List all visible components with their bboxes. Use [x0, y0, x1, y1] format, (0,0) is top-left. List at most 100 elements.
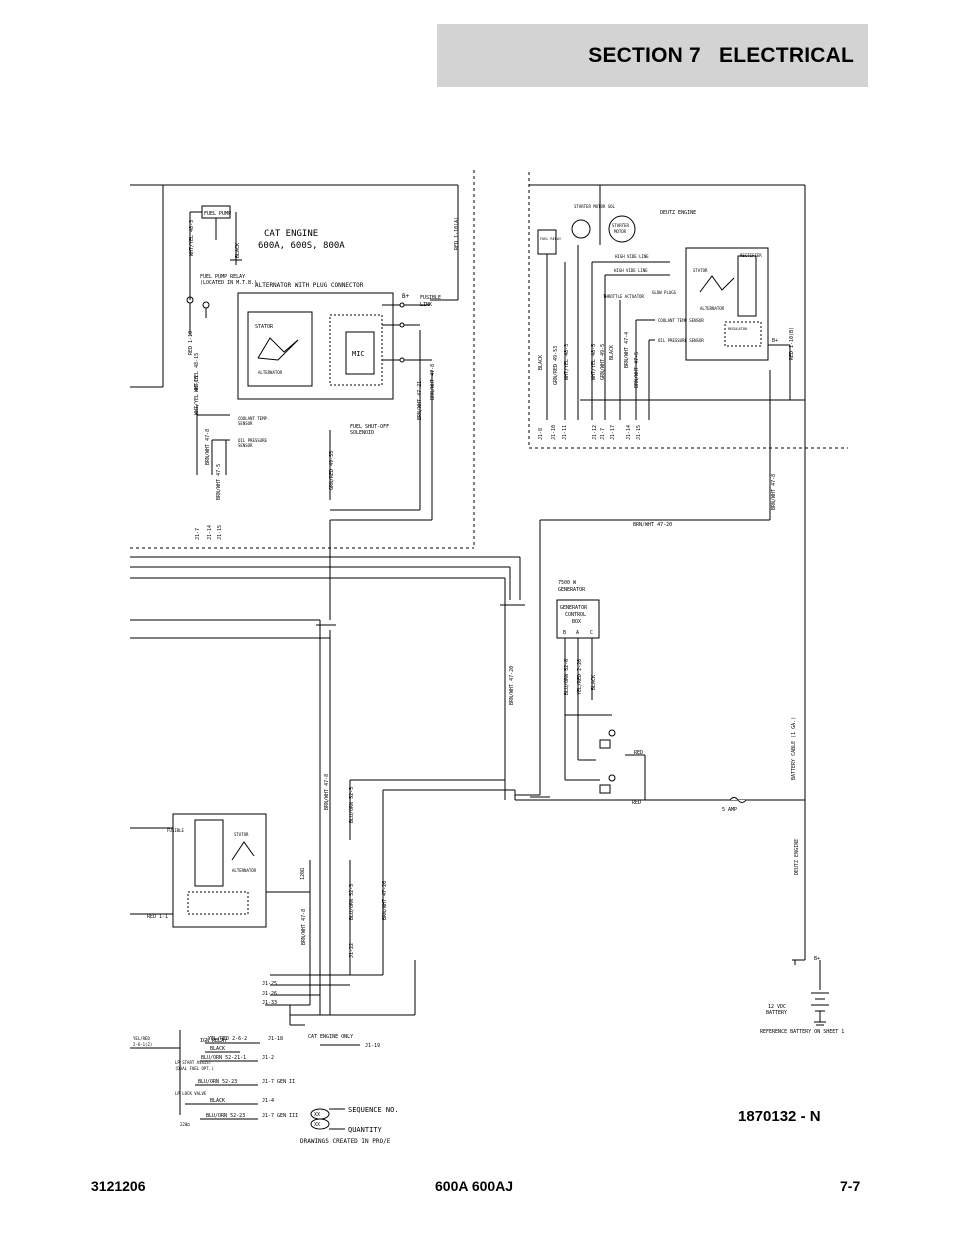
svg-text:(DUAL FUEL OPT.): (DUAL FUEL OPT.)	[175, 1066, 214, 1071]
svg-text:BRN/WHT 47-4: BRN/WHT 47-4	[624, 332, 630, 368]
svg-text:RED: RED	[634, 750, 643, 756]
fuel-relay-box	[537, 229, 557, 255]
svg-text:GRN/RED 49-53: GRN/RED 49-53	[553, 346, 559, 385]
svg-text:J1-14: J1-14	[207, 525, 213, 540]
svg-text:BLU/ORN 52-23: BLU/ORN 52-23	[198, 1079, 237, 1085]
alternator-frame	[237, 292, 394, 400]
deutz-engine-title: DEUTZ ENGINE	[660, 210, 696, 216]
lower-left-section: FUSIBLE STATOR ALTERNATOR RED 1-1 120Ω B…	[130, 774, 388, 1127]
svg-text:BLU/ORN 52-5: BLU/ORN 52-5	[349, 787, 355, 823]
svg-text:FUEL RELAY: FUEL RELAY	[540, 237, 562, 241]
svg-text:FUSIBLE: FUSIBLE	[167, 828, 184, 833]
svg-text:MIC: MIC	[352, 350, 365, 358]
svg-text:XX: XX	[314, 1122, 320, 1128]
svg-text:J1-15: J1-15	[217, 525, 223, 540]
svg-text:IGN RELAY: IGN RELAY	[200, 1038, 227, 1044]
svg-text:5 AMP: 5 AMP	[722, 807, 737, 813]
svg-text:RED: RED	[632, 800, 641, 806]
svg-text:J1-7 GEN III: J1-7 GEN III	[262, 1113, 298, 1119]
svg-text:BLACK: BLACK	[235, 243, 241, 258]
svg-text:J1-19: J1-19	[365, 1043, 380, 1049]
svg-text:J1-15: J1-15	[636, 425, 642, 440]
alternator-label: ALTERNATOR WITH PLUG CONNECTOR	[255, 282, 364, 289]
reference-battery-note: REFERENCE BATTERY ON SHEET 1	[760, 1029, 844, 1035]
starter-motor-symbol	[608, 215, 636, 243]
svg-text:BLACK: BLACK	[210, 1046, 225, 1052]
svg-text:J1-10: J1-10	[551, 425, 557, 440]
mic-box	[345, 331, 375, 375]
svg-text:FUSIBLE: FUSIBLE	[420, 295, 441, 301]
svg-text:ALTERNATOR: ALTERNATOR	[700, 306, 725, 311]
drawing-number: 1870132 - N	[738, 1108, 821, 1125]
svg-text:CONTROL: CONTROL	[565, 612, 586, 618]
cat-engine-section: CAT ENGINE 600A, 600S, 800A FUEL PUMP FU…	[186, 205, 460, 540]
svg-text:RED 1-10(A): RED 1-10(A)	[454, 217, 460, 250]
svg-text:YEL/RED: YEL/RED	[133, 1036, 150, 1041]
svg-text:RED 1-10(B): RED 1-10(B)	[789, 327, 795, 360]
svg-text:220Ω: 220Ω	[180, 1122, 190, 1127]
svg-text:GENERATOR: GENERATOR	[558, 587, 586, 593]
svg-text:HIGH VIDE LINE: HIGH VIDE LINE	[615, 254, 649, 259]
svg-text:OIL PRESSURE: OIL PRESSURE	[238, 438, 267, 443]
footer-doc-number: 3121206	[91, 1178, 146, 1194]
svg-text:FUEL PUMP RELAY: FUEL PUMP RELAY	[200, 274, 245, 280]
svg-text:LP START ASSIST: LP START ASSIST	[175, 1060, 212, 1065]
svg-text:BRN/WHT 47-20: BRN/WHT 47-20	[509, 666, 515, 705]
svg-text:BLACK: BLACK	[591, 675, 597, 690]
svg-text:BLACK: BLACK	[210, 1098, 225, 1104]
footer-page-number: 7-7	[840, 1178, 861, 1194]
svg-text:RED 1-10: RED 1-10	[188, 331, 194, 355]
svg-text:THROTTLE ACTUATOR: THROTTLE ACTUATOR	[603, 294, 645, 299]
legend-quantity: QUANTITY	[348, 1126, 383, 1134]
svg-text:BLU/ORN 52-6: BLU/ORN 52-6	[564, 659, 570, 695]
svg-text:BRN/WHT 47-5: BRN/WHT 47-5	[216, 464, 222, 500]
svg-text:J1-7 GEN II: J1-7 GEN II	[262, 1079, 295, 1085]
svg-text:STATOR: STATOR	[234, 832, 249, 837]
bottom-rows: YEL/RED 2-6-2 J1-18 BLACK BLU/ORN 52-21-…	[185, 1036, 298, 1120]
svg-text:BLU/ORN 52-23: BLU/ORN 52-23	[206, 1113, 245, 1119]
svg-text:ALTERNATOR: ALTERNATOR	[258, 370, 283, 375]
svg-text:BRN/WHT 47-8: BRN/WHT 47-8	[324, 774, 330, 810]
svg-text:J1-22: J1-22	[349, 943, 355, 958]
svg-text:SENSOR: SENSOR	[238, 421, 253, 426]
svg-text:J1-11: J1-11	[562, 425, 568, 440]
svg-text:SOLENOID: SOLENOID	[350, 430, 374, 436]
svg-text:BATTERY: BATTERY	[766, 1010, 787, 1016]
pins-right: J1-8 J1-10 J1-11 J1-12 J1-7 J1-17 J1-14 …	[538, 425, 642, 440]
svg-text:WHT/YEL 48-3: WHT/YEL 48-3	[564, 344, 570, 380]
svg-text:GLOW PLUGS: GLOW PLUGS	[652, 290, 677, 295]
svg-text:BLU/ORN 52-5: BLU/ORN 52-5	[349, 884, 355, 920]
svg-text:J1-26: J1-26	[262, 991, 277, 997]
svg-text:2-6-1(2): 2-6-1(2)	[133, 1042, 152, 1047]
svg-text:GRN/WHT 49-5: GRN/WHT 49-5	[600, 344, 606, 380]
svg-text:BRN/WHT 47-8: BRN/WHT 47-8	[205, 429, 211, 465]
svg-text:FUEL SHUT-OFF: FUEL SHUT-OFF	[350, 424, 389, 430]
svg-text:CAT ENGINE ONLY: CAT ENGINE ONLY	[308, 1034, 353, 1040]
stator-box	[247, 311, 313, 387]
svg-text:B+: B+	[814, 956, 820, 962]
svg-text:B+: B+	[772, 338, 778, 344]
svg-text:BLACK: BLACK	[609, 345, 615, 360]
svg-text:BRN/WHT 47-20: BRN/WHT 47-20	[382, 881, 388, 920]
svg-text:C: C	[590, 630, 593, 636]
svg-text:MOTOR: MOTOR	[614, 229, 627, 234]
svg-text:STATOR: STATOR	[693, 268, 708, 273]
section-header: SECTION 7 ELECTRICAL	[437, 24, 868, 87]
svg-text:J1-7: J1-7	[600, 428, 606, 440]
svg-text:7500 W: 7500 W	[558, 580, 577, 586]
svg-text:BRN/WHT 47-5: BRN/WHT 47-5	[634, 352, 640, 388]
cat-engine-title: CAT ENGINE	[264, 229, 318, 239]
svg-text:J1-12: J1-12	[592, 425, 598, 440]
svg-text:GENERATOR: GENERATOR	[560, 605, 588, 611]
deutz-alternator-frame	[685, 247, 769, 361]
legend-sequence-no: SEQUENCE NO.	[348, 1106, 399, 1114]
svg-text:SENSOR: SENSOR	[238, 443, 253, 448]
svg-text:GRN/RED 49-55: GRN/RED 49-55	[329, 451, 335, 490]
svg-text:YEL/RED 2-20: YEL/RED 2-20	[577, 659, 583, 695]
legend-created-note: DRAWINGS CREATED IN PRO/E	[300, 1138, 391, 1145]
svg-text:BRN/WHT 47-8: BRN/WHT 47-8	[301, 909, 307, 945]
b-plus-label: B+	[402, 293, 410, 300]
svg-text:DEUTZ ENGINE: DEUTZ ENGINE	[794, 839, 800, 875]
svg-text:BRN/WHT 47-8: BRN/WHT 47-8	[430, 364, 436, 400]
